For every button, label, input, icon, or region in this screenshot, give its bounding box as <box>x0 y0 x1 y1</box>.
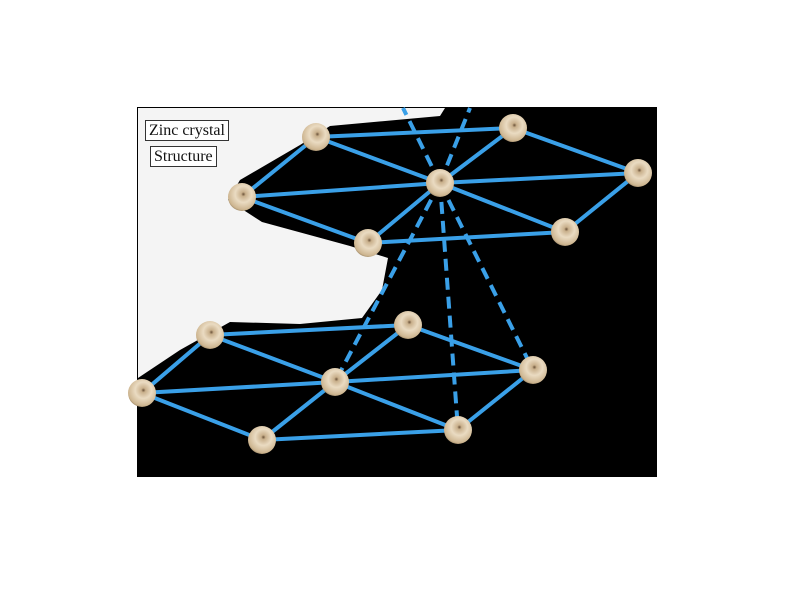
bond-line <box>456 368 535 432</box>
zinc-atom <box>444 416 472 444</box>
zinc-atom <box>499 114 527 142</box>
zinc-atom <box>551 218 579 246</box>
dashed-bond-line <box>401 107 442 184</box>
zinc-atom <box>196 321 224 349</box>
bond-line <box>241 181 441 199</box>
bond-line <box>315 135 441 185</box>
zinc-atom <box>228 183 256 211</box>
bond-line <box>261 428 459 442</box>
zinc-atom <box>302 123 330 151</box>
bond-line <box>439 171 639 185</box>
bond-line <box>407 323 534 372</box>
bond-line <box>141 391 263 442</box>
dashed-bond-line <box>438 182 460 431</box>
zinc-atom <box>624 159 652 187</box>
bond-line <box>512 126 639 175</box>
dashed-bond-line <box>438 182 535 371</box>
bond-line <box>209 323 409 337</box>
zinc-atom <box>248 426 276 454</box>
bond-line <box>240 135 318 199</box>
white-region <box>138 108 445 378</box>
bond-line <box>366 181 442 245</box>
zinc-atom <box>321 368 349 396</box>
bond-line <box>334 368 534 384</box>
bond-line <box>439 181 566 234</box>
bond-line <box>438 126 515 185</box>
bond-line <box>563 171 640 234</box>
title-label-line2: Structure <box>150 146 217 167</box>
zinc-atom <box>354 229 382 257</box>
zinc-atom <box>128 379 156 407</box>
title-label-line1: Zinc crystal <box>145 120 229 141</box>
bond-line <box>315 126 514 139</box>
zinc-atom <box>519 356 547 384</box>
bond-line <box>333 323 410 384</box>
dashed-bond-line <box>438 107 472 184</box>
bond-line <box>140 333 212 395</box>
bond-line <box>260 380 337 442</box>
zinc-atom <box>426 169 454 197</box>
bond-line <box>334 380 459 432</box>
bond-line <box>241 195 369 245</box>
zinc-atom <box>394 311 422 339</box>
bond-line <box>209 333 336 384</box>
bond-line <box>141 380 336 395</box>
